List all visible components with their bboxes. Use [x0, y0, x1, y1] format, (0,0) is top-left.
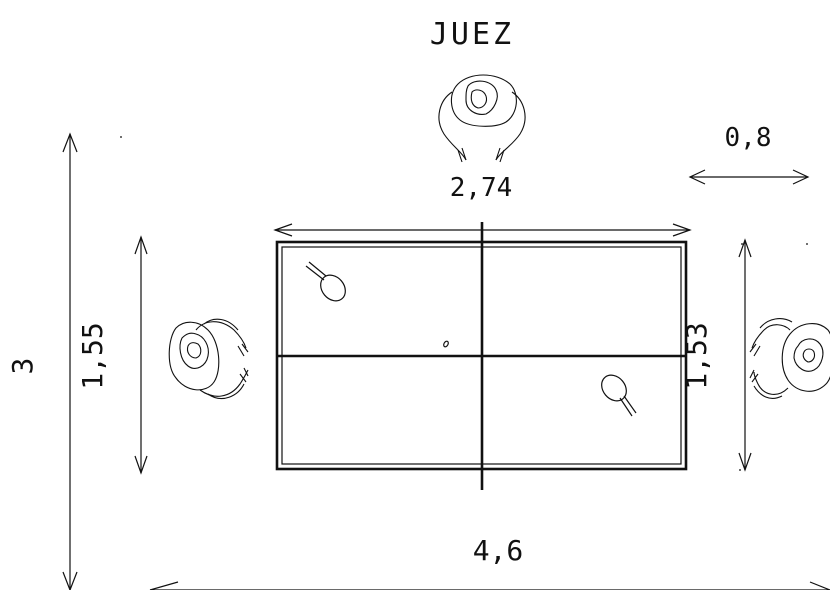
paddle-icon-right	[601, 374, 637, 417]
table-width-right-arrow	[738, 238, 752, 472]
corner-marks	[120, 136, 808, 471]
player-left-icon	[168, 318, 249, 399]
table-width-left-arrow	[134, 235, 148, 475]
area-width-arrow	[62, 132, 78, 590]
table-tennis-table	[275, 222, 688, 490]
side-clearance-label: 0,8	[725, 123, 772, 153]
player-right-icon	[749, 318, 830, 399]
table-width-right-label: 1,53	[680, 322, 713, 389]
area-length-arrow	[149, 581, 830, 590]
table-width-left-label: 1,55	[76, 322, 109, 389]
side-clearance-arrow	[688, 169, 810, 185]
paddle-icon-left	[305, 261, 346, 302]
ball-icon	[443, 340, 449, 348]
judge-figure-icon	[438, 74, 526, 163]
table-length-label: 2,74	[450, 173, 513, 203]
area-length-label: 4,6	[473, 534, 524, 567]
judge-label: JUEZ	[430, 17, 514, 52]
area-width-label: 3	[6, 358, 39, 375]
